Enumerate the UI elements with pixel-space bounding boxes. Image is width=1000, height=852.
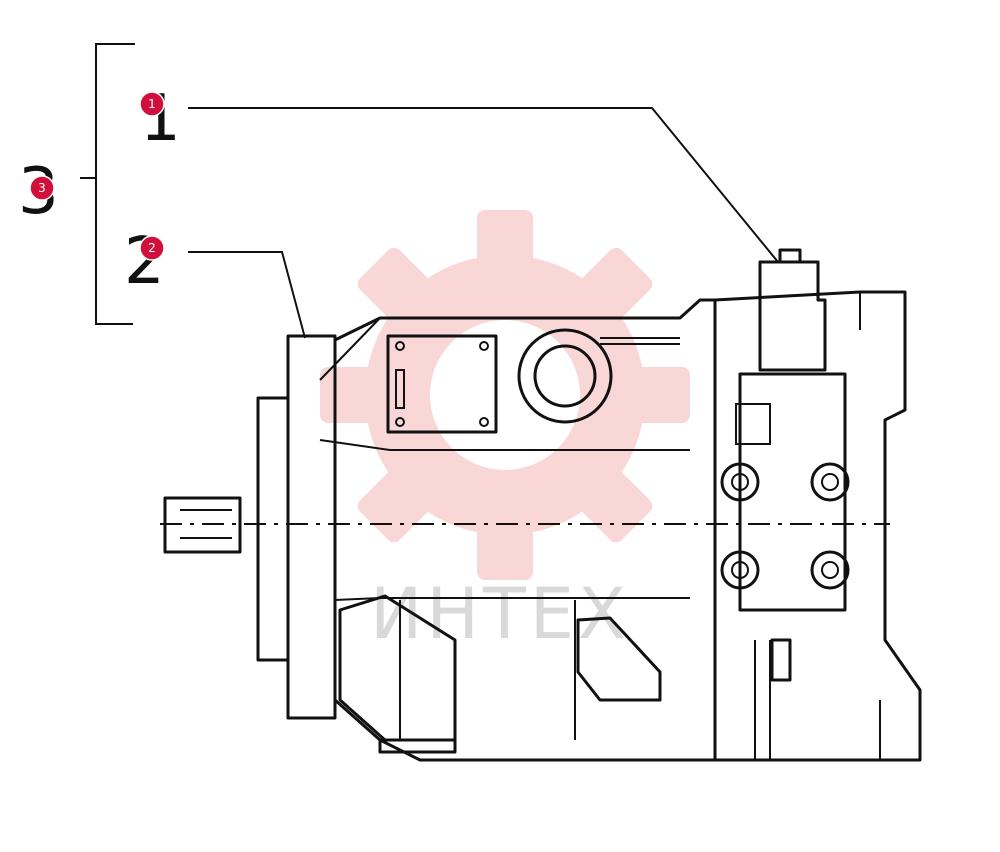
marker-badge-2-text: 2 [148, 241, 156, 255]
leader-line-2 [188, 251, 306, 339]
watermark-gear-logo [320, 210, 690, 580]
marker-badge-1[interactable]: 1 [139, 91, 165, 117]
marker-badge-3[interactable]: 3 [29, 175, 55, 201]
marker-badge-3-text: 3 [38, 181, 46, 195]
watermark-text: ИНТЕХ [370, 573, 630, 655]
marker-badge-2[interactable]: 2 [139, 235, 165, 261]
pump-body [160, 248, 922, 762]
assembly-bracket [80, 43, 135, 325]
marker-badge-1-text: 1 [148, 97, 156, 111]
leader-line-1 [188, 107, 779, 263]
part-label-2: 2 [124, 225, 165, 299]
